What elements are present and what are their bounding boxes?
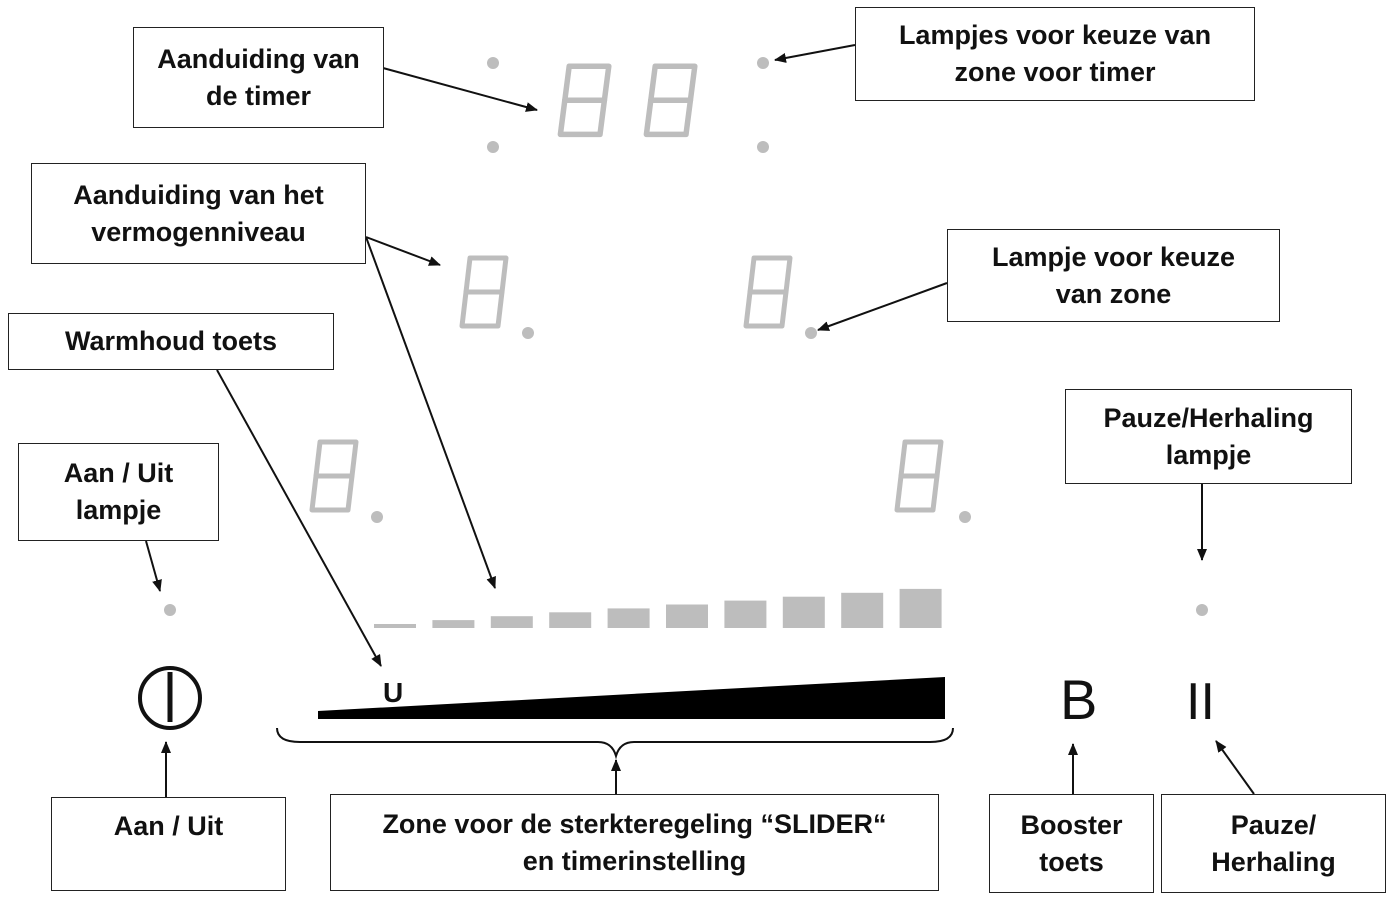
label-line: Aanduiding van het — [73, 179, 324, 210]
label-line: Booster — [1020, 809, 1123, 840]
label-zone-select-lamp: Lampje voor keuze van zone — [947, 229, 1280, 322]
label-line: Aan / Uit — [113, 811, 224, 841]
label-line: de timer — [205, 80, 312, 111]
label-line: vermogenniveau — [91, 216, 306, 247]
label-line: van zone — [1055, 278, 1172, 309]
arrow-power-level-bars — [365, 236, 496, 589]
power-level-bar — [782, 596, 825, 628]
on-off-lamp — [164, 604, 176, 616]
zone-select-lamp-top-right — [805, 327, 817, 339]
keep-warm-symbol[interactable]: U — [383, 677, 403, 708]
label-line: Warmhoud toets — [65, 326, 277, 356]
slider-wedge[interactable] — [318, 677, 945, 719]
label-line: Pauze/Herhaling — [1103, 402, 1314, 433]
zone-display-bottom-left — [309, 439, 383, 523]
label-line: Zone voor de sterkteregeling “SLIDER“ — [382, 808, 887, 839]
zone-display-top-right — [743, 255, 817, 339]
power-level-bar — [666, 604, 708, 628]
zone-select-lamp-bottom-right — [959, 511, 971, 523]
label-line: Lampjes voor keuze van — [898, 20, 1212, 50]
timer-digit-1 — [557, 63, 612, 138]
label-line: Lampje voor keuze — [991, 241, 1236, 272]
timer-display — [487, 57, 769, 153]
label-on-off: Aan / Uit — [51, 797, 286, 891]
label-line: lampje — [1165, 439, 1252, 470]
timer-zone-lamp-top-right — [757, 57, 769, 69]
label-timer-zone-lamps: Lampjes voor keuze van zone voor timer — [855, 7, 1255, 101]
power-level-bar — [724, 600, 767, 628]
timer-zone-lamp-bottom-left — [487, 141, 499, 153]
power-level-bar — [607, 608, 650, 628]
power-level-bar — [549, 612, 592, 628]
arrow-keep-warm — [216, 369, 382, 667]
label-booster-key: Booster toets — [989, 794, 1154, 893]
power-icon[interactable] — [138, 666, 202, 730]
label-line: Aan / Uit — [63, 458, 174, 488]
label-line: Aanduiding van — [157, 43, 360, 74]
power-level-bar — [490, 616, 533, 628]
pause-symbol[interactable]: II — [1186, 673, 1215, 731]
label-line: en timerinstelling — [522, 845, 747, 876]
booster-symbol[interactable]: B — [1060, 668, 1097, 731]
timer-digit-2 — [643, 63, 698, 138]
power-level-bar — [432, 620, 475, 628]
power-level-bars — [374, 588, 942, 628]
arrow-on-off-lamp — [145, 540, 162, 592]
label-timer-indication: Aanduiding van de timer — [133, 27, 384, 128]
label-keep-warm-key: Warmhoud toets — [8, 313, 334, 370]
zone-select-lamp-bottom-left — [371, 511, 383, 523]
power-level-bar — [374, 624, 416, 628]
zone-display-top-left — [459, 255, 534, 339]
label-on-off-lamp: Aan / Uit lampje — [18, 443, 219, 541]
label-line: Herhaling — [1211, 846, 1336, 877]
label-power-level-indication: Aanduiding van het vermogenniveau — [31, 163, 366, 264]
arrow-power-level-digit — [365, 236, 441, 266]
arrow-timer-indication — [382, 67, 538, 112]
label-slider-zone: Zone voor de sterkteregeling “SLIDER“ en… — [330, 794, 939, 891]
arrow-zone-select-lamp — [817, 282, 948, 331]
label-pause-repeat: Pauze/ Herhaling — [1161, 794, 1386, 893]
arrow-pause-repeat — [1215, 740, 1255, 795]
slider-brace — [276, 727, 954, 760]
label-pause-repeat-lamp: Pauze/Herhaling lampje — [1065, 389, 1352, 484]
label-line: Pauze/ — [1230, 809, 1317, 840]
timer-zone-lamp-bottom-right — [757, 141, 769, 153]
zone-select-lamp-top-left — [522, 327, 534, 339]
label-line: toets — [1039, 846, 1104, 877]
label-line: lampje — [75, 495, 162, 525]
timer-zone-lamp-top-left — [487, 57, 499, 69]
arrow-timer-zone-lamps — [774, 44, 856, 63]
zone-display-bottom-right — [894, 439, 971, 523]
power-level-bar — [899, 588, 942, 628]
pause-repeat-lamp — [1196, 604, 1208, 616]
power-level-bar — [841, 592, 884, 628]
label-line: zone voor timer — [954, 57, 1156, 87]
